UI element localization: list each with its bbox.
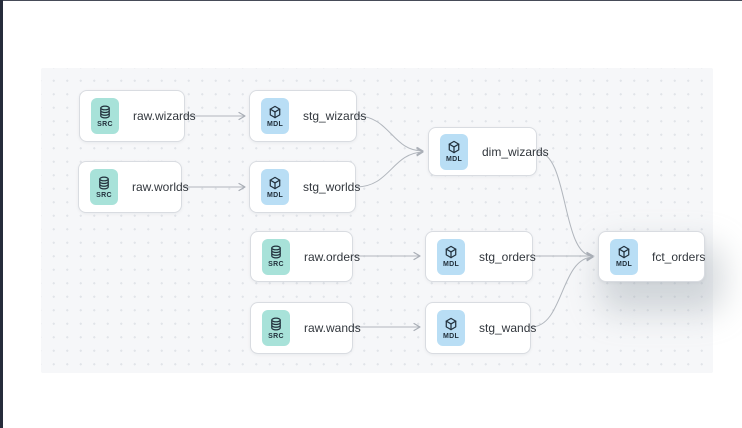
node-type-label: MDL (266, 120, 284, 128)
window-left-edge (0, 0, 3, 428)
node-type-badge: SRC (262, 238, 290, 275)
node-type-badge: MDL (610, 238, 638, 275)
cube-icon (617, 245, 631, 259)
cube-icon (268, 176, 282, 190)
node-label: fct_orders (652, 249, 706, 264)
node-type-badge: MDL (437, 238, 465, 275)
node-label: stg_worlds (303, 180, 361, 194)
node-stg-orders[interactable]: MDL stg_orders (425, 231, 536, 282)
node-type-label: MDL (442, 261, 460, 268)
node-type-badge: MDL (261, 169, 289, 205)
node-type-badge: SRC (91, 98, 119, 134)
cube-icon (268, 105, 282, 119)
node-raw-wands[interactable]: SRC raw.wands (250, 302, 361, 354)
node-label: raw.worlds (132, 180, 189, 194)
node-type-label: MDL (442, 332, 460, 340)
node-stg-wizards[interactable]: MDL stg_wizards (249, 90, 366, 142)
database-icon (97, 176, 111, 190)
node-type-badge: MDL (440, 133, 468, 170)
database-icon (98, 105, 112, 119)
window-top-edge (0, 0, 742, 1)
node-type-badge: MDL (437, 310, 465, 346)
node-type-label: MDL (445, 156, 463, 163)
node-stg-worlds[interactable]: MDL stg_worlds (249, 161, 360, 213)
node-label: stg_orders (479, 249, 536, 264)
node-raw-orders[interactable]: SRC raw.orders (250, 231, 360, 282)
node-dim-wizards[interactable]: MDL dim_wizards (428, 127, 549, 176)
node-type-label: SRC (96, 191, 112, 199)
cube-icon (444, 245, 458, 259)
node-type-label: SRC (268, 261, 284, 268)
node-label: raw.orders (304, 249, 361, 264)
cube-icon (444, 317, 458, 331)
node-type-badge: MDL (261, 98, 289, 134)
node-label: raw.wizards (133, 109, 196, 123)
node-type-badge: SRC (90, 169, 118, 205)
node-raw-worlds[interactable]: SRC raw.worlds (78, 161, 189, 213)
node-raw-wizards[interactable]: SRC raw.wizards (79, 90, 196, 142)
node-type-label: SRC (268, 332, 284, 340)
node-label: stg_wizards (303, 109, 367, 123)
node-label: raw.wands (304, 321, 361, 335)
node-label: dim_wizards (482, 144, 549, 159)
node-type-label: MDL (615, 261, 633, 268)
node-type-label: MDL (266, 191, 284, 199)
node-type-label: SRC (97, 120, 113, 128)
node-stg-wands[interactable]: MDL stg_wands (425, 302, 536, 354)
database-icon (269, 245, 283, 259)
database-icon (269, 317, 283, 331)
cube-icon (447, 140, 461, 154)
node-fct-orders[interactable]: MDL fct_orders (598, 231, 705, 282)
node-type-badge: SRC (262, 310, 290, 346)
node-label: stg_wands (479, 321, 537, 335)
